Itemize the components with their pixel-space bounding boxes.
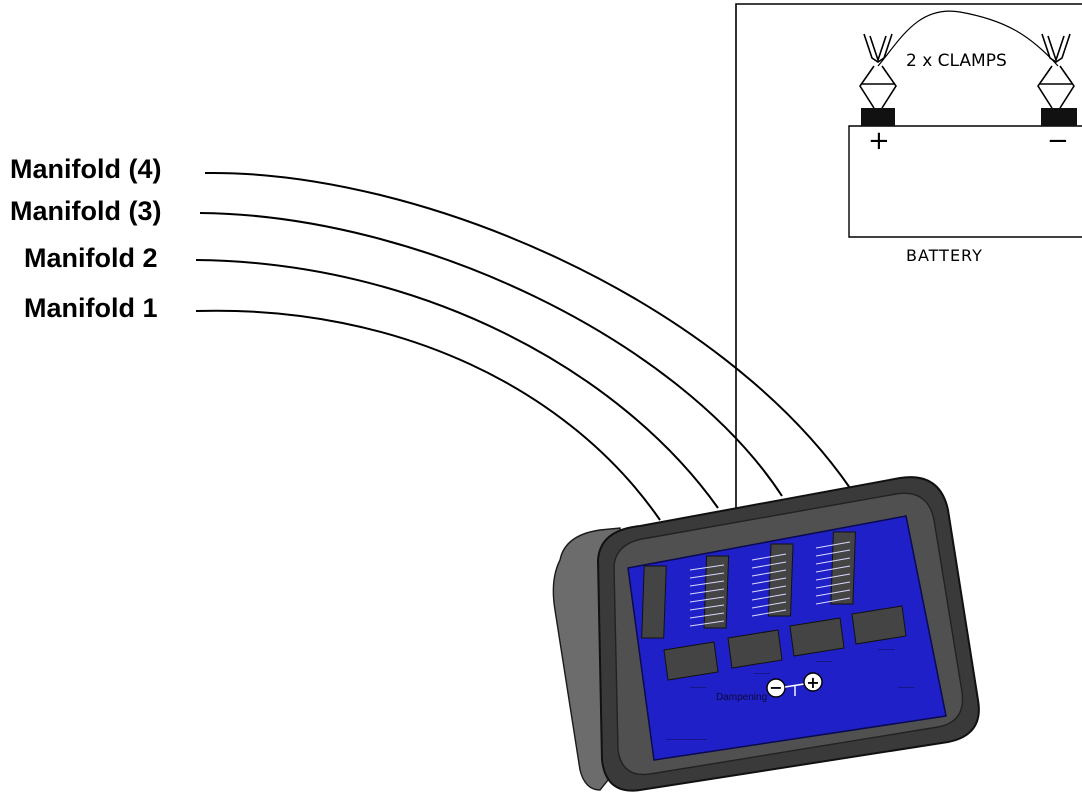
corner-caption-right: ~~~~ [898,685,914,692]
wire-manifold-1 [195,309,661,521]
gauge-bar-1 [641,565,667,639]
battery-box [848,125,1082,238]
label-manifold-2: Manifold 2 [24,243,158,273]
plus-button-symbol: + [806,673,819,692]
wire-manifold-4 [204,171,851,489]
gauge-bar-2 [703,555,730,629]
positive-terminal-block [861,108,895,126]
positive-clamp-icon [859,33,897,109]
display-windows [663,605,907,681]
display-3 [789,617,845,657]
display-2 [727,629,783,669]
negative-terminal-block [1041,108,1077,126]
battery-label: BATTERY [906,246,983,265]
control-connector [784,683,805,696]
caption-3: ~~~~ [816,659,832,666]
gauge-bar-3 [767,543,794,617]
caption-1: ~~~~ [690,685,706,692]
minus-button[interactable] [766,678,786,698]
label-manifold-1: Manifold 1 [24,293,158,323]
gauge-bars [641,531,856,639]
corner-caption-left: ~~~~~~~~~~ [666,737,707,744]
clamps-label: 2 x CLAMPS [906,51,1007,71]
label-manifold-3: Manifold (3) [10,196,162,226]
negative-sign: − [1047,126,1069,156]
clamp-link-wire [877,10,1059,67]
minus-button-symbol: − [769,678,782,697]
controller-device: ~~~~ ~~~~ ~~~~ ~~~~ Dampening − + ~~~~~~… [552,476,980,792]
plus-button[interactable] [803,672,823,692]
negative-clamp-icon [1037,33,1075,109]
positive-sign: + [868,126,890,156]
display-4 [851,605,907,645]
dampening-label: Dampening [716,692,767,703]
wire-manifold-2 [195,259,719,509]
caption-2: ~~~~ [754,671,770,678]
caption-4: ~~~~ [878,647,894,654]
display-1 [663,641,719,681]
power-wire [735,3,1082,510]
wire-manifold-3 [199,212,783,497]
label-manifold-4: Manifold (4) [10,154,162,184]
scale-lines [689,541,851,627]
